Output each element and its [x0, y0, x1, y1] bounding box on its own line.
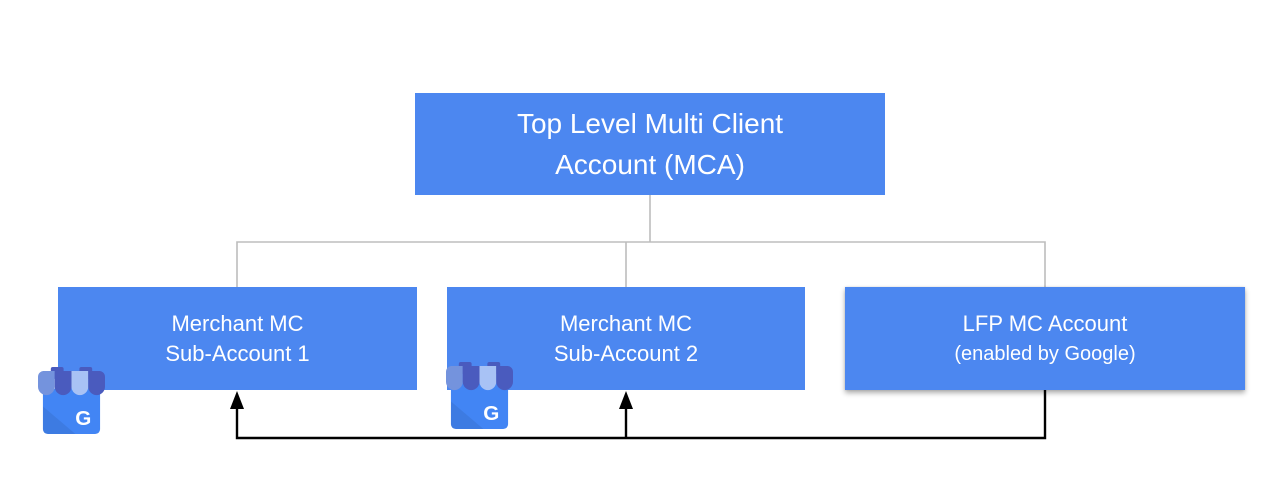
node-label-line2: Account (MCA)	[555, 149, 745, 180]
google-g-letter: G	[75, 407, 91, 430]
arrow-up-icon	[230, 391, 244, 409]
node-lfp-mc-account: LFP MC Account (enabled by Google)	[845, 287, 1245, 390]
google-business-profile-icon: G	[446, 362, 513, 430]
arrow-up-icon	[619, 391, 633, 409]
storefront-awning	[446, 365, 513, 391]
node-label-line1: LFP MC Account	[962, 310, 1128, 336]
storefront-body	[450, 383, 509, 430]
node-label-line2: (enabled by Google)	[954, 342, 1136, 365]
node-merchant-sub-account-1: Merchant MC Sub-Account 1	[58, 287, 417, 390]
node-label-line1: Top Level Multi Client	[516, 108, 784, 139]
node-label-line2: Sub-Account 2	[553, 340, 699, 366]
node-label-line2: Sub-Account 1	[165, 340, 310, 366]
lfp-feed-lines	[235, 390, 1047, 440]
node-label-line1: Merchant MC	[171, 310, 304, 336]
storefront-awning	[38, 370, 105, 396]
node-top-level-mca: Top Level Multi Client Account (MCA)	[415, 93, 885, 195]
google-g-letter: G	[483, 402, 499, 425]
node-label-line1: Merchant MC	[559, 310, 693, 336]
tree-connector-lines	[236, 195, 1046, 287]
google-business-profile-icon: G	[38, 367, 105, 435]
storefront-body	[42, 388, 101, 435]
